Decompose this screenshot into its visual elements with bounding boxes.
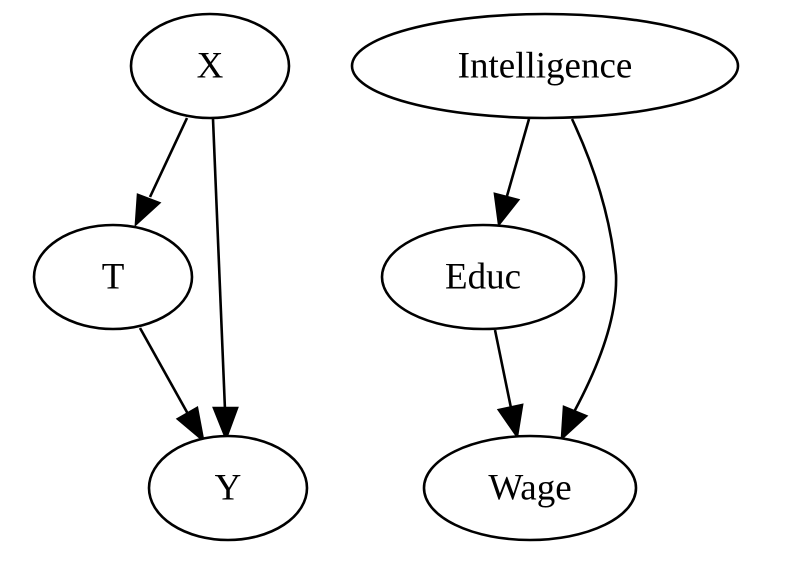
node-t: T — [32, 223, 194, 331]
edge-x-to-y — [211, 118, 239, 442]
edge-x-to-t — [134, 117, 189, 228]
edge-educ-to-wage — [493, 329, 524, 440]
node-wage: Wage — [422, 434, 638, 542]
node-educ-label: Educ — [445, 257, 521, 298]
node-wage-label: Wage — [488, 468, 571, 509]
node-y-label: Y — [215, 468, 242, 509]
node-t-label: T — [102, 257, 125, 298]
node-educ: Educ — [380, 223, 586, 331]
node-intelligence: Intelligence — [350, 12, 740, 120]
node-y: Y — [147, 434, 309, 542]
node-x-label: X — [197, 46, 224, 87]
edge-t-to-y — [138, 327, 205, 444]
edge-intelligence-to-wage — [560, 118, 618, 442]
node-x: X — [129, 12, 291, 120]
edges — [134, 117, 618, 444]
node-intelligence-label: Intelligence — [458, 46, 633, 87]
edge-intelligence-to-educ — [493, 118, 531, 228]
nodes: X T Y Intelligence Educ Wage — [32, 12, 740, 542]
